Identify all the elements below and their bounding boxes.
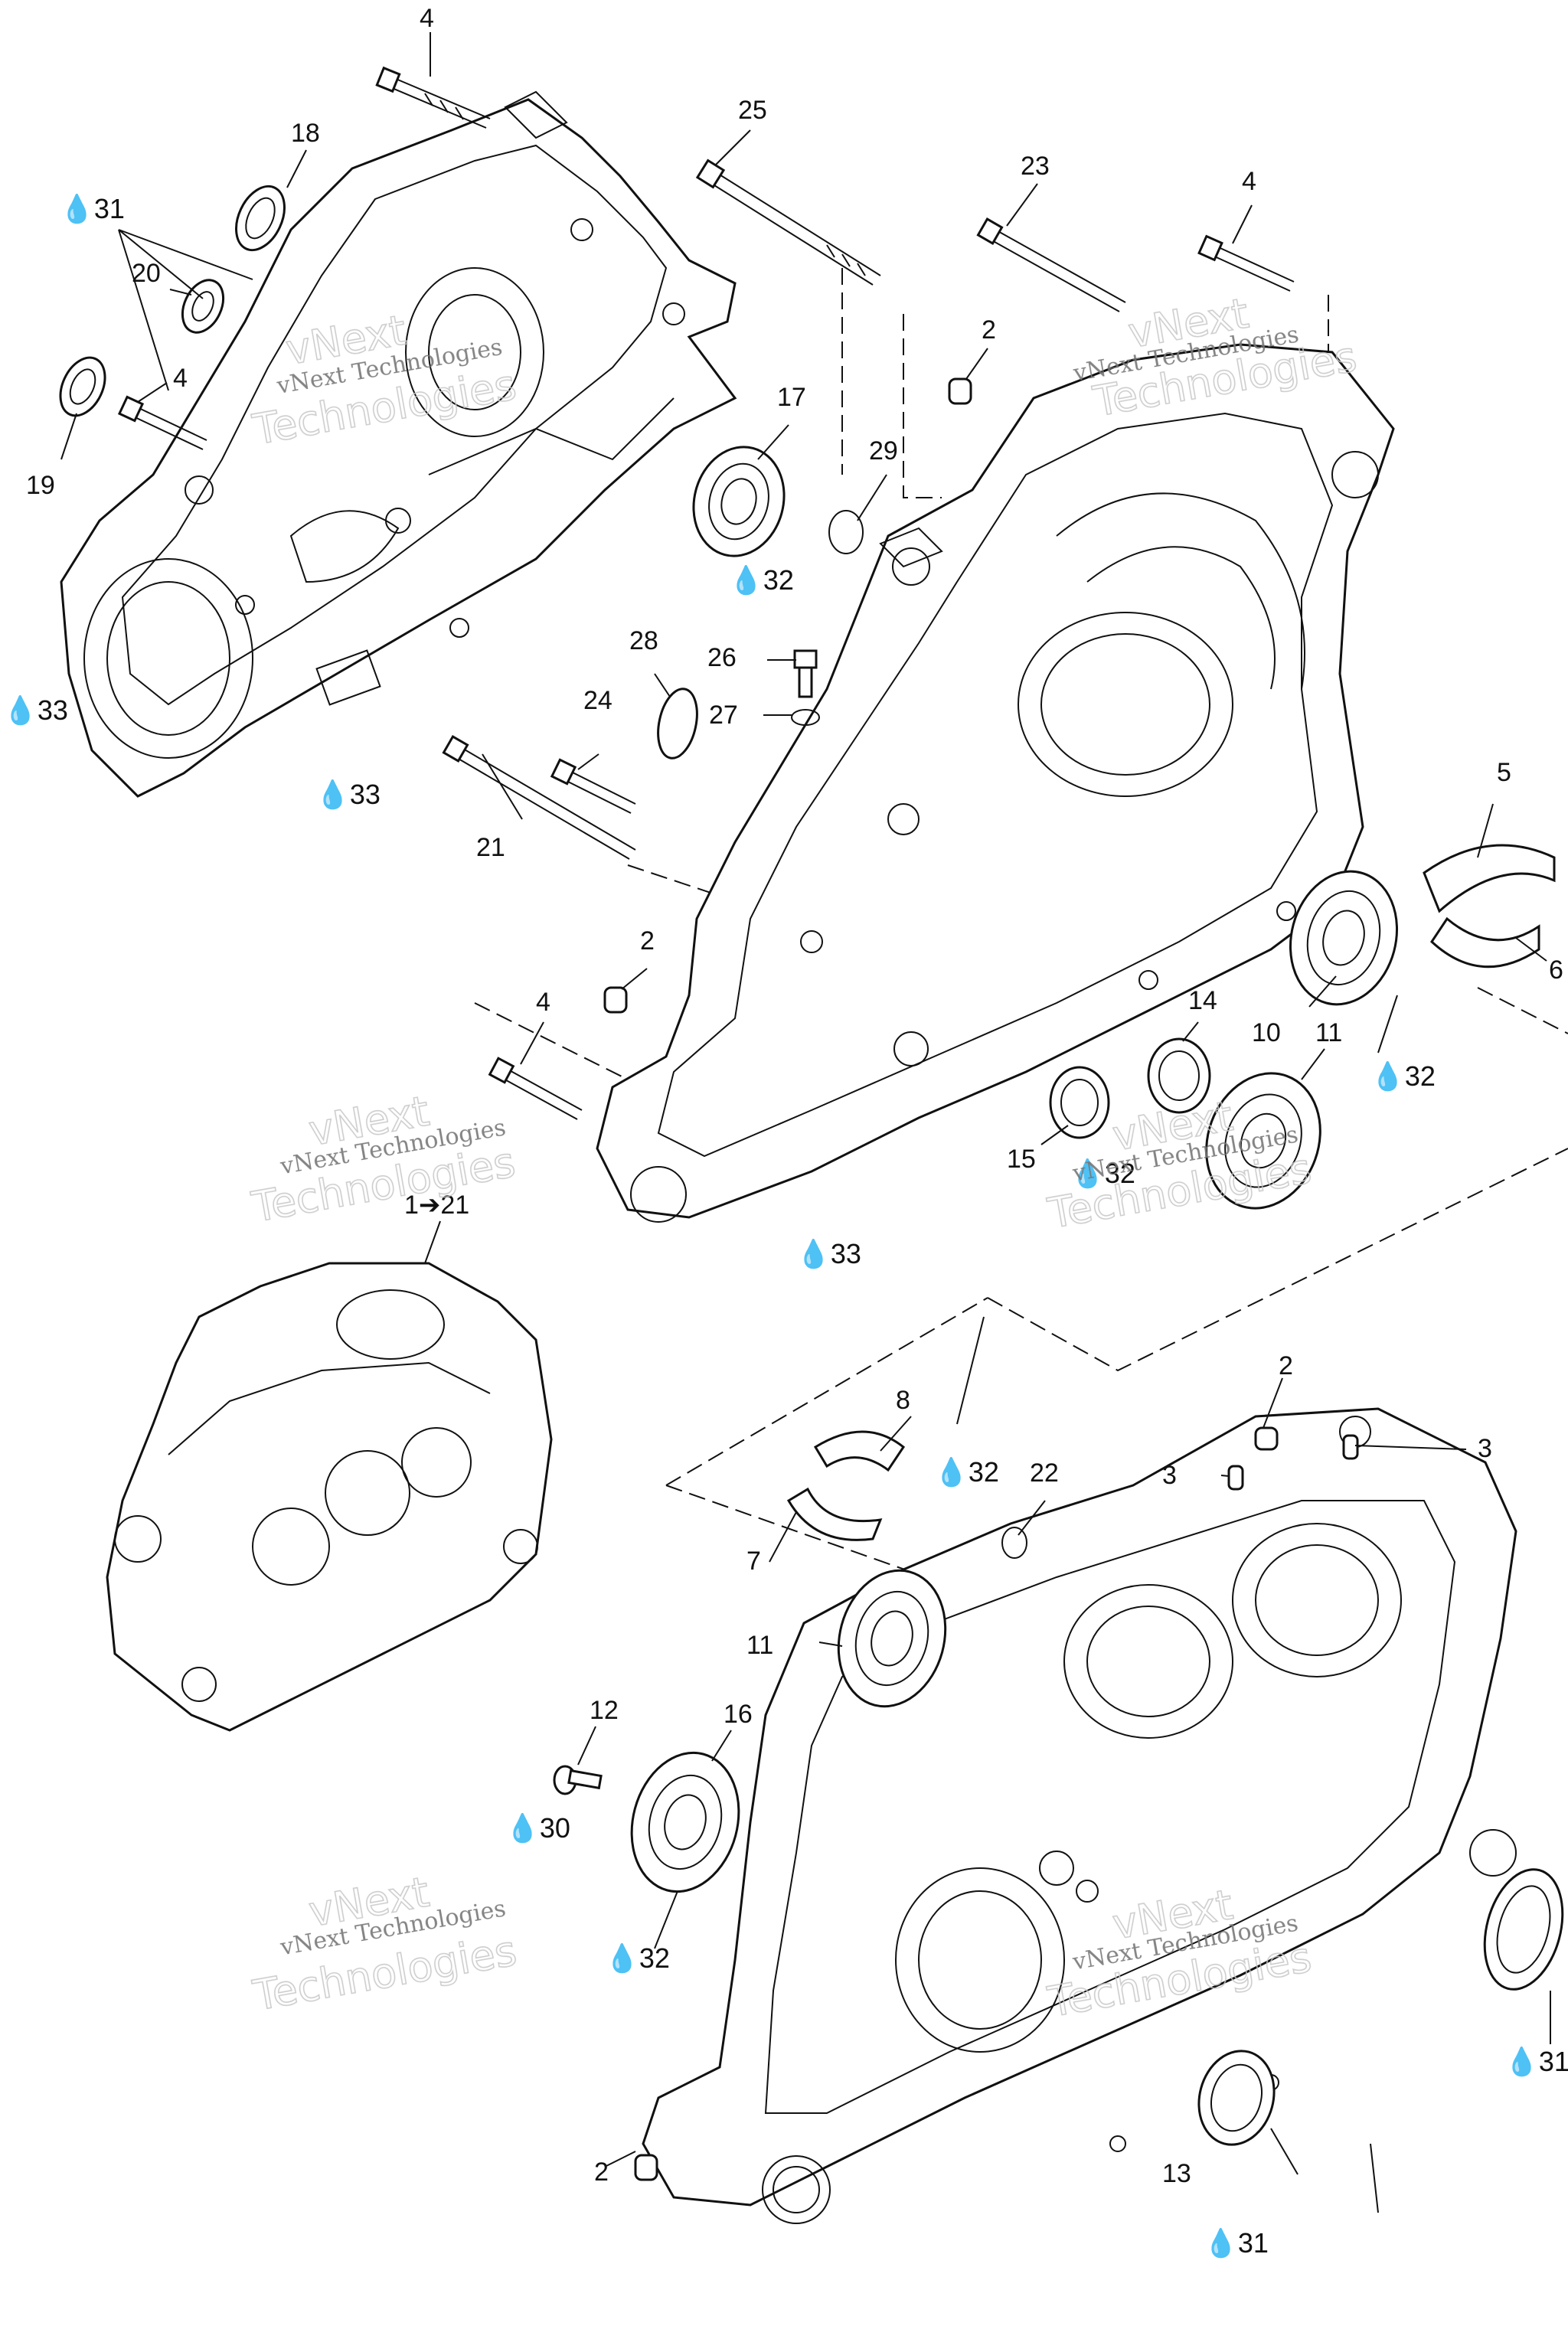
bearing-shell-7	[786, 1487, 883, 1541]
callout-32-16: 💧32	[605, 1942, 670, 1974]
callout-31-right: 💧31	[1504, 2046, 1568, 2077]
callout-17: 17	[777, 383, 806, 412]
callout-2-lower-top: 2	[1279, 1351, 1293, 1380]
oil-seal-19	[59, 356, 106, 417]
bolt-25	[695, 158, 881, 286]
needle-bearing-14	[1147, 1037, 1211, 1114]
bearing-11-lower	[837, 1569, 947, 1708]
callout-4-left: 4	[173, 364, 188, 393]
callout-2-mid: 2	[640, 926, 655, 956]
bearing-shell-5	[1423, 844, 1556, 913]
bolt-4-left	[117, 395, 207, 450]
bolt-4-mid	[488, 1057, 583, 1120]
oil-seal-18	[235, 185, 286, 252]
bearing-17	[692, 446, 786, 557]
dowel-pin-2-lower-top	[1254, 1426, 1279, 1451]
pin-3-a	[1227, 1465, 1244, 1491]
assembled-crankcase-thumbnail	[106, 1262, 553, 1732]
dowel-pin-2-bottom	[634, 2154, 658, 2181]
bearing-11-upper	[1205, 1072, 1321, 1210]
callout-5: 5	[1497, 758, 1511, 787]
callout-25: 25	[738, 96, 767, 125]
callout-10: 10	[1252, 1018, 1281, 1047]
callout-2-top: 2	[982, 315, 996, 345]
callout-33-bottom-left: 💧33	[315, 779, 381, 810]
callout-3-a: 3	[1162, 1461, 1177, 1490]
callout-33-mid: 💧33	[796, 1238, 861, 1269]
bolt-12	[553, 1765, 603, 1795]
dowel-pin-2-mid	[603, 986, 628, 1014]
callout-15: 15	[1007, 1145, 1036, 1174]
bearing-shell-6	[1430, 916, 1540, 969]
callout-32-lower: 💧32	[934, 1456, 999, 1488]
bearing-16	[630, 1751, 740, 1893]
callout-32-17: 💧32	[729, 564, 794, 596]
callout-27: 27	[709, 701, 738, 730]
callout-4-mid: 4	[536, 988, 550, 1017]
callout-3-b: 3	[1478, 1434, 1492, 1463]
callout-11-upper: 11	[1315, 1018, 1342, 1047]
washer-27	[791, 709, 820, 726]
callout-32-right: 💧32	[1370, 1060, 1436, 1092]
bearing-10	[1289, 870, 1399, 1006]
callout-6: 6	[1549, 956, 1563, 985]
callout-16: 16	[724, 1700, 753, 1729]
bolt-24	[550, 758, 636, 814]
seal-20	[181, 279, 225, 334]
crankcase-cover-upper-left	[60, 90, 737, 798]
callout-12: 12	[590, 1696, 619, 1725]
callout-4-top: 4	[420, 4, 434, 33]
gasket-28	[657, 688, 698, 760]
callout-8: 8	[896, 1386, 910, 1415]
callout-26: 26	[707, 643, 737, 672]
crankcase-half-lower	[642, 1407, 1517, 2224]
callout-20: 20	[132, 259, 161, 288]
crankcase-half-upper-right	[596, 343, 1395, 1223]
callout-31-bottom: 💧31	[1204, 2227, 1269, 2259]
dowel-pin-2-top	[948, 377, 972, 405]
pin-3-b	[1342, 1434, 1359, 1460]
bolt-4-right	[1197, 234, 1295, 292]
callout-13: 13	[1162, 2159, 1191, 2188]
callout-30: 💧30	[505, 1812, 570, 1844]
callout-18: 18	[291, 119, 320, 148]
callout-2-bottom: 2	[594, 2158, 609, 2187]
bolt-26	[793, 649, 818, 698]
bolt-21	[442, 735, 636, 860]
bearing-shell-8	[813, 1430, 906, 1472]
callout-29: 29	[869, 436, 898, 466]
callout-11-lower: 11	[746, 1631, 773, 1660]
callout-33-left: 💧33	[3, 694, 68, 726]
fasteners-and-bearings	[59, 66, 1564, 2181]
leader-lines	[60, 32, 1551, 2213]
o-ring-29	[828, 510, 864, 554]
callout-14: 14	[1188, 986, 1217, 1015]
callout-23: 23	[1021, 152, 1050, 181]
seal-15	[1049, 1066, 1110, 1139]
callout-31-left: 💧31	[60, 193, 125, 224]
watermark-mid-left: vNext Technologies vNext Technologies	[247, 1086, 519, 1233]
callout-22: 22	[1030, 1459, 1059, 1488]
bolt-23	[976, 217, 1126, 312]
callout-32-mid: 💧32	[1070, 1158, 1135, 1189]
callout-labels: 4 18 💧31 20 4 19 💧33 💧33 17 💧32 25 23 4 …	[3, 4, 1568, 2259]
callout-21: 21	[476, 833, 505, 862]
callout-1-to-21: 1➔21	[404, 1191, 469, 1220]
bolt-4-top	[375, 66, 491, 129]
callout-4-right: 4	[1242, 167, 1256, 196]
callout-7: 7	[746, 1547, 761, 1576]
o-ring-22	[1001, 1527, 1027, 1559]
callout-28: 28	[629, 626, 658, 655]
oil-seal-13	[1197, 2050, 1276, 2146]
watermark-bottom-left: vNext Technologies vNext Technologies	[249, 1867, 521, 2020]
oil-seal-31-right	[1483, 1868, 1564, 1991]
callout-19: 19	[26, 471, 55, 500]
callout-24: 24	[583, 686, 612, 715]
